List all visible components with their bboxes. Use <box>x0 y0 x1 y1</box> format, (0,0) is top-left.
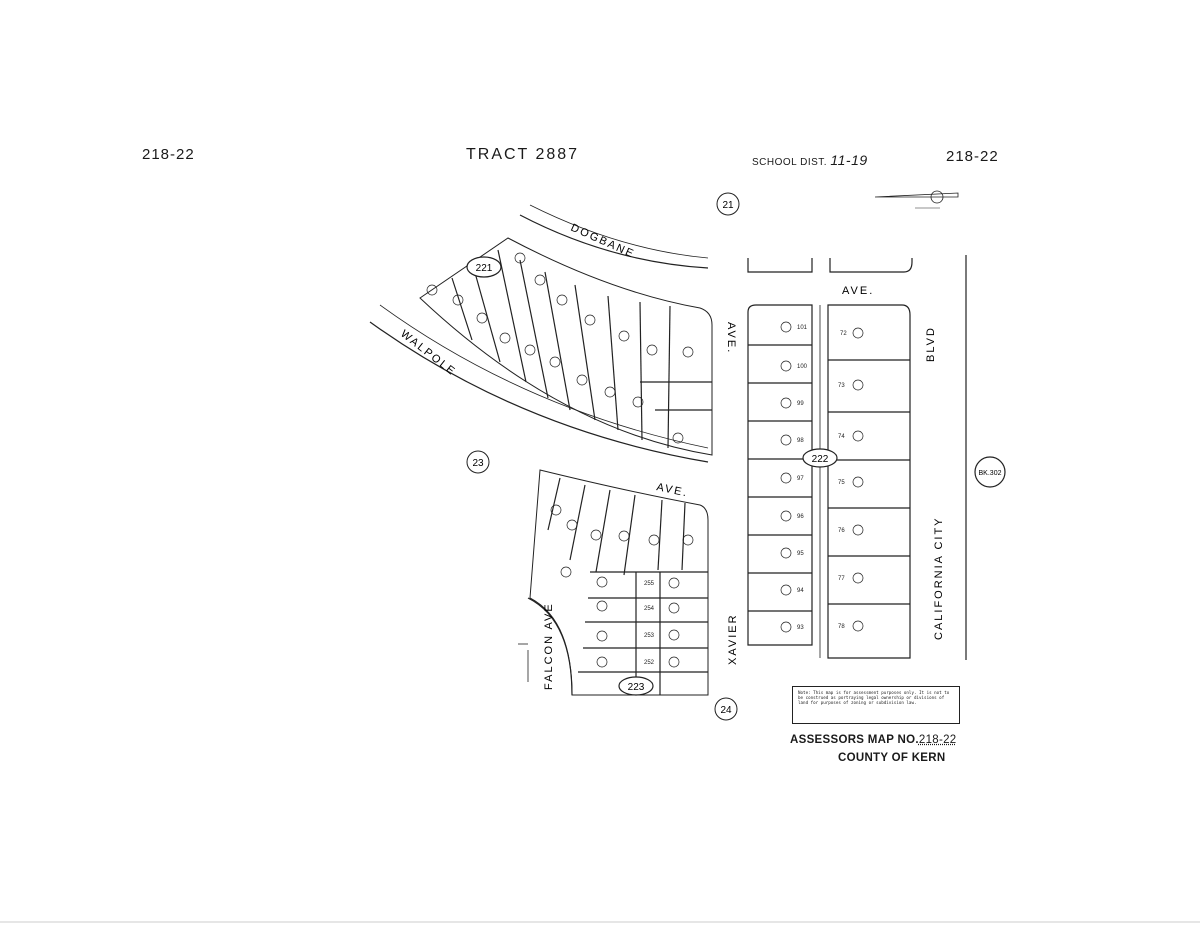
block-labels: 221 222 223 BK.302 <box>466 256 1006 696</box>
sheet-21: 21 <box>722 200 734 211</box>
tract-title: TRACT 2887 <box>466 146 580 163</box>
lot-numbers-222-left: 101 100 99 98 97 96 95 94 93 <box>780 321 808 633</box>
street-walpole: WALPOLE <box>398 328 458 379</box>
lot-254: 254 <box>644 606 655 612</box>
wedge-lot-markers <box>426 252 694 668</box>
assessors-map-label: ASSESSORS MAP NO. <box>790 734 919 746</box>
assessment-note: Note: This map is for assessment purpose… <box>792 686 960 724</box>
map-code-left: 218-22 <box>142 146 195 163</box>
sheet-circles: 21 23 24 <box>466 192 740 721</box>
lot-98: 98 <box>797 438 804 444</box>
lot-100: 100 <box>797 364 808 370</box>
street-xavier: XAVIER <box>727 613 739 665</box>
street-california-city: CALIFORNIA CITY <box>933 516 945 640</box>
block-221: 221 <box>476 263 493 274</box>
block-223: 223 <box>628 682 645 693</box>
school-dist-label: SCHOOL DIST. <box>752 157 828 168</box>
lot-74: 74 <box>838 434 845 440</box>
lot-72: 72 <box>840 331 847 337</box>
lot-numbers-223: 255 254 253 252 <box>644 577 680 668</box>
sheet-24: 24 <box>720 705 732 716</box>
street-falcon: FALCON AVE <box>543 602 555 690</box>
assessors-map-number: ASSESSORS MAP NO.218-22 <box>790 734 956 746</box>
street-aver: AVE. <box>725 322 737 354</box>
book-ref: BK.302 <box>979 470 1002 477</box>
school-district: SCHOOL DIST. 11-19 <box>752 152 868 168</box>
street-ave-top: AVE. <box>842 285 874 297</box>
lot-253: 253 <box>644 633 655 639</box>
lot-95: 95 <box>797 551 804 557</box>
school-dist-value: 11-19 <box>830 152 868 168</box>
lot-78: 78 <box>838 624 845 630</box>
lot-255: 255 <box>644 581 655 587</box>
lot-93: 93 <box>797 625 804 631</box>
lot-252: 252 <box>644 660 655 666</box>
lot-73: 73 <box>838 383 845 389</box>
lot-76: 76 <box>838 528 845 534</box>
assessors-map-value: 218-22 <box>918 734 957 746</box>
sheet-23: 23 <box>472 458 484 469</box>
lot-94: 94 <box>797 588 804 594</box>
street-blvd: BLVD <box>925 326 937 362</box>
lot-96: 96 <box>797 514 804 520</box>
county-label: COUNTY OF KERN <box>838 752 946 764</box>
lot-77: 77 <box>838 576 845 582</box>
scan-edge-line <box>0 921 1200 923</box>
block-222: 222 <box>812 454 829 465</box>
lot-101: 101 <box>797 325 808 331</box>
lot-numbers-222-right: 72 73 74 75 76 77 78 <box>838 327 864 632</box>
map-code-right: 218-22 <box>946 148 999 165</box>
lot-97: 97 <box>797 476 804 482</box>
lot-75: 75 <box>838 480 845 486</box>
lot-99: 99 <box>797 401 804 407</box>
